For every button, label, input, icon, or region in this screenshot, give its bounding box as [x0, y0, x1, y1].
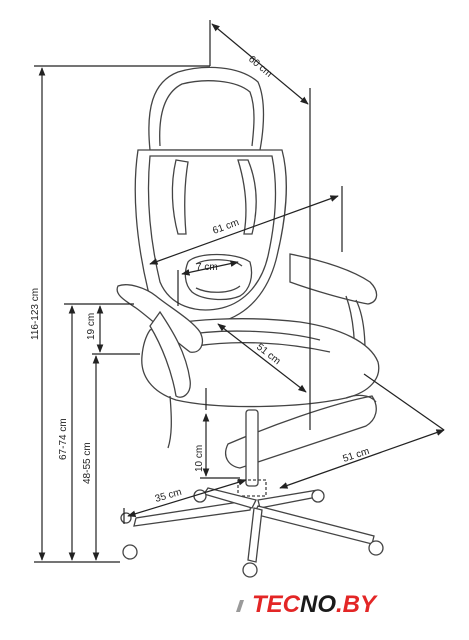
headrest — [148, 66, 265, 151]
label-total-height: 116-123 cm — [30, 288, 41, 340]
label-armrest-above-seat: 19 cm — [86, 313, 97, 340]
label-base-radius: 35 cm — [154, 487, 183, 505]
tecno-logo: TECNO.BY — [236, 591, 378, 618]
logo-text-dark: NO — [300, 591, 336, 618]
label-lumbar: 7 cm — [196, 262, 218, 273]
label-gaslift: 10 cm — [194, 445, 205, 472]
svg-text:TECNO.BY: TECNO.BY — [252, 591, 378, 618]
logo-mark-icon — [236, 600, 244, 612]
label-armrest-height: 67-74 cm — [58, 418, 69, 460]
label-base-depth: 51 cm — [342, 446, 371, 465]
label-seat-height: 48-55 cm — [82, 442, 93, 484]
dimension-lines — [34, 20, 445, 563]
logo-text-red: TEC — [252, 591, 301, 618]
logo-text-red2: .BY — [336, 591, 378, 618]
gas-lift — [245, 409, 259, 487]
armrest-right — [289, 253, 378, 305]
